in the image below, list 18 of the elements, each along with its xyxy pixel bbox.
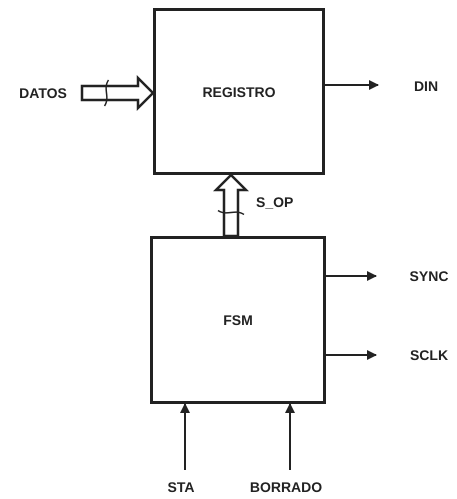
block-box — [150, 236, 326, 404]
bus-arrow — [212, 173, 250, 238]
signal-label: DIN — [414, 78, 438, 94]
signal-label: SCLK — [410, 347, 448, 363]
arrow — [325, 80, 379, 90]
arrow — [326, 350, 377, 360]
bus-arrow — [80, 74, 155, 112]
edge-label: S_OP — [254, 194, 296, 210]
signal-label: SYNC — [410, 268, 448, 284]
block-box — [153, 8, 325, 175]
signal-label: BORRADO — [250, 479, 322, 495]
block-label: FSM — [223, 312, 253, 328]
arrow — [180, 403, 190, 470]
block-label: REGISTRO — [202, 84, 276, 100]
arrow — [326, 271, 377, 281]
arrow — [285, 403, 295, 470]
signal-label: DATOS — [19, 85, 67, 101]
signal-label: STA — [168, 479, 194, 495]
